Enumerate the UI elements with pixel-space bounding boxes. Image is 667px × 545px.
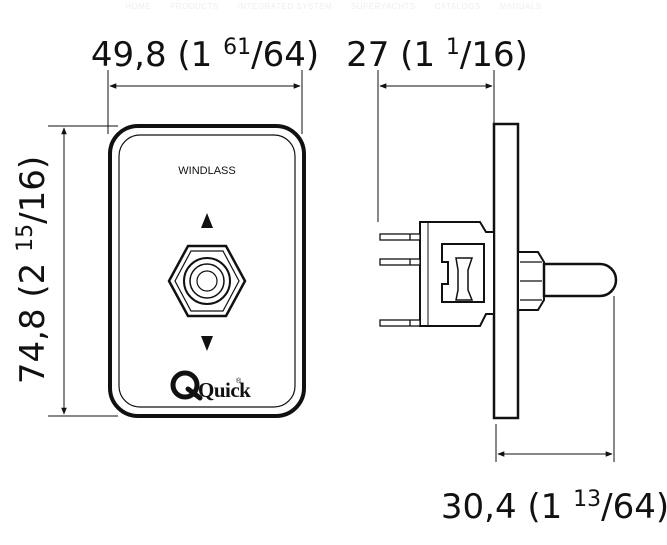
panel-inner-border bbox=[118, 134, 296, 408]
front-view-panel: WINDLASS Quick ® bbox=[108, 124, 306, 418]
height-dimension: 74,8 (2 15/16) bbox=[13, 125, 118, 417]
svg-text:®: ® bbox=[236, 377, 242, 385]
nav-item-superyachts[interactable]: SUPERYACHTS bbox=[350, 2, 416, 11]
width-dimension: 49,8 (1 61/64) bbox=[91, 35, 319, 134]
width-dimension-label: 49,8 (1 61/64) bbox=[91, 35, 319, 75]
arrow-up-icon bbox=[201, 213, 213, 228]
nav-item-products[interactable]: PRODUCTS bbox=[169, 2, 219, 11]
height-dimension-label: 74,8 (2 15/16) bbox=[13, 156, 53, 384]
nav-item-catalogs[interactable]: CATALOGS bbox=[434, 2, 481, 11]
overall-dimension: 30,4 (1 13/64) bbox=[441, 296, 667, 527]
overall-dimension-label: 30,4 (1 13/64) bbox=[441, 487, 667, 527]
hex-nut-icon bbox=[167, 244, 247, 318]
mounting-clip bbox=[441, 243, 485, 303]
nav-item-manuals[interactable]: MANUALS bbox=[499, 2, 542, 11]
top-navigation: HOME PRODUCTS INTEGRATED SYSTEM SUPERYAC… bbox=[0, 2, 667, 11]
terminal-pins bbox=[379, 233, 421, 327]
quick-logo: Quick ® bbox=[170, 370, 252, 402]
arrow-down-icon bbox=[201, 336, 213, 351]
nav-item-integrated-system[interactable]: INTEGRATED SYSTEM bbox=[237, 2, 333, 11]
svg-text:Quick: Quick bbox=[198, 378, 251, 402]
nav-item-home[interactable]: HOME bbox=[125, 2, 152, 11]
depth-dimension: 27 (1 1/16) bbox=[346, 35, 528, 222]
side-plate bbox=[492, 122, 520, 420]
panel-label: WINDLASS bbox=[178, 165, 235, 177]
clip-spring bbox=[455, 257, 474, 301]
depth-dimension-label: 27 (1 1/16) bbox=[346, 35, 528, 75]
toggle-lever bbox=[542, 262, 618, 298]
side-view bbox=[379, 122, 618, 420]
